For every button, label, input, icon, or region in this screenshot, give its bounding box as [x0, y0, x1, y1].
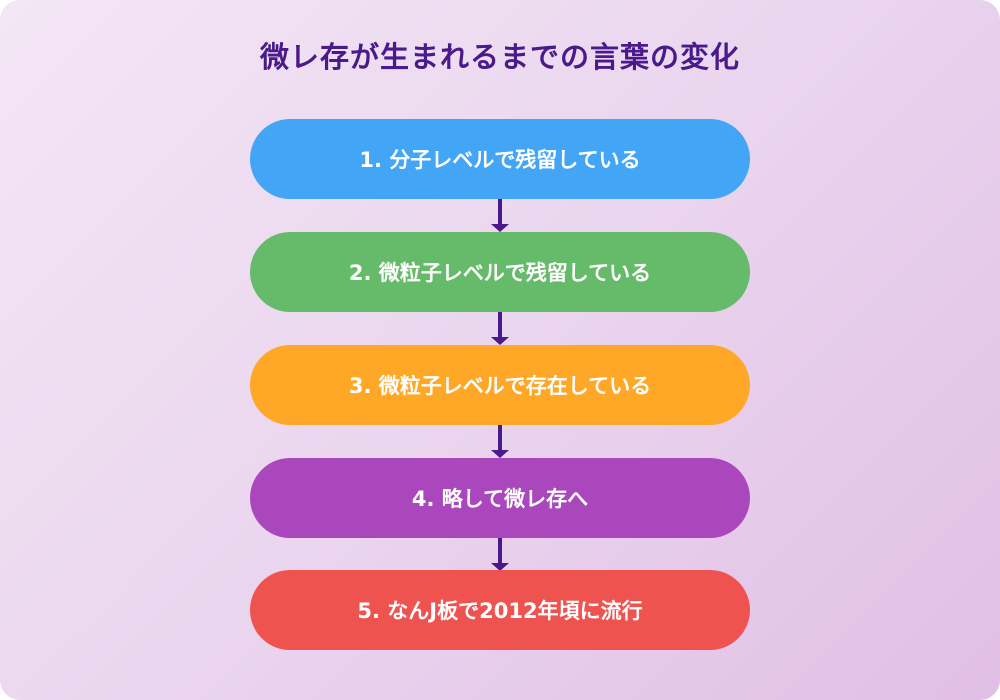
step-4-label: 4. 略して微レ存へ — [411, 487, 589, 511]
arrow-down-icon — [491, 312, 509, 345]
diagram-title: 微レ存が生まれるまでの言葉の変化 — [259, 40, 740, 74]
step-1-label: 1. 分子レベルで残留している — [359, 148, 641, 172]
arrow-down-icon — [491, 199, 509, 232]
step-5-box: 5. なんJ板で2012年頃に流行 — [250, 570, 750, 650]
step-2-box: 2. 微粒子レベルで残留している — [250, 232, 750, 312]
step-4-box: 4. 略して微レ存へ — [250, 458, 750, 538]
step-3-box: 3. 微粒子レベルで存在している — [250, 345, 750, 425]
step-5-label: 5. なんJ板で2012年頃に流行 — [357, 599, 643, 623]
arrow-down-icon — [491, 538, 509, 571]
step-3-label: 3. 微粒子レベルで存在している — [348, 374, 652, 398]
step-2-label: 2. 微粒子レベルで残留している — [348, 261, 652, 285]
arrow-down-icon — [491, 425, 509, 458]
step-1-box: 1. 分子レベルで残留している — [250, 119, 750, 199]
